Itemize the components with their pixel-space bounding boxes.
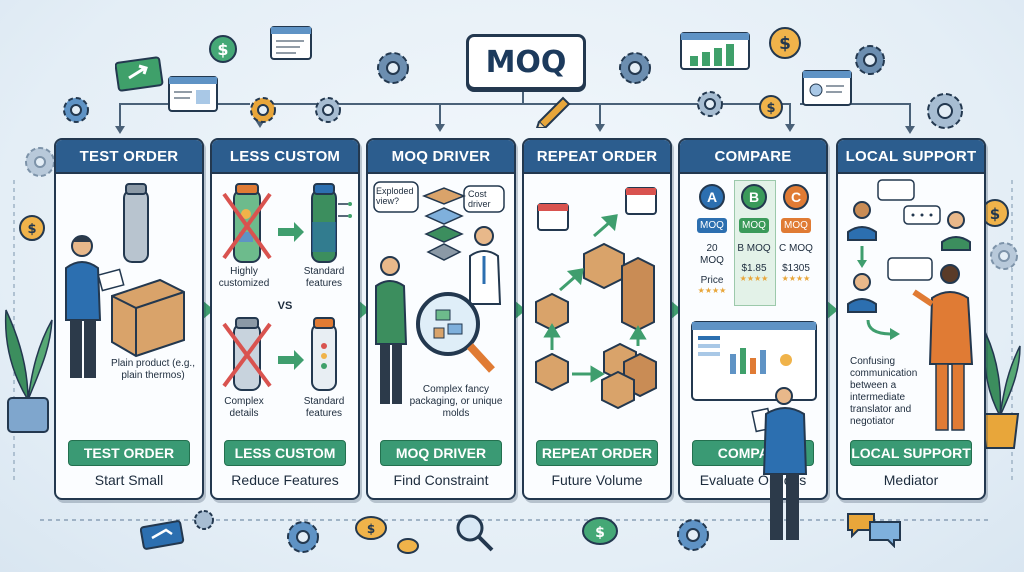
moq-value: C MOQ (779, 243, 813, 254)
label-vs: VS (277, 300, 293, 312)
flow-arrow-icon (826, 300, 838, 320)
gear-icon (927, 93, 963, 129)
growing-boxes-illustration (535, 187, 657, 410)
profile-card-icon (168, 76, 218, 112)
moq-tag: MOQ (697, 218, 727, 233)
dollar-coin-icon: $ (759, 95, 783, 119)
speech-bubble-cost-driver: Cost driver (468, 189, 491, 209)
pencil-icon (535, 96, 571, 128)
arrow-card-icon (140, 520, 185, 550)
step-button-moq-driver[interactable]: MOQ DRIVER (380, 440, 502, 466)
panel-subtitle: Future Volume (551, 472, 643, 488)
gear-icon (619, 52, 651, 84)
star-rating-icon: ★★★★ (739, 274, 769, 283)
panel-subtitle: Reduce Features (231, 472, 339, 488)
label-standard-features: Standard features (303, 266, 345, 289)
panel-less-custom: LESS CUSTOM Highly customized Standard f… (210, 138, 360, 500)
plant-icon (4, 309, 53, 433)
option-b: B MOQ B MOQ $1.85 ★★★★ (736, 184, 772, 283)
panel-repeat-order: REPEAT ORDER REPEAT ORDER Future Volume (522, 138, 672, 500)
dollar-coin-icon (397, 538, 419, 554)
panel-header: REPEAT ORDER (524, 140, 670, 174)
svg-text:$: $ (990, 205, 1000, 223)
person-illustration (762, 407, 808, 540)
panel-compare: COMPARE A MOQ 20 MOQ Price ★★★★ B MOQ B … (678, 138, 828, 500)
panel-local-support: LOCAL SUPPORT Confusing communication be… (836, 138, 986, 500)
gear-icon (287, 521, 319, 553)
panel-moq-driver: MOQ DRIVER Exploded view? Cost driver Co… (366, 138, 516, 500)
dollar-coin-icon: $ (582, 517, 618, 545)
panel-note: Complex fancy packaging, or unique molds (409, 384, 503, 419)
panel-header: COMPARE (680, 140, 826, 174)
thermos-and-person-illustration (65, 183, 185, 378)
panel-note: Plain product (e.g., plain thermos) (111, 358, 195, 381)
option-letter: C (783, 184, 809, 210)
bar-chart-window-icon (680, 32, 750, 70)
arrow-card-icon (115, 56, 164, 92)
option-c: C MOQ C MOQ $1305 ★★★★ (778, 184, 814, 283)
svg-text:$: $ (27, 222, 36, 237)
star-rating-icon: ★★★★ (781, 274, 811, 283)
moq-value: B MOQ (737, 243, 771, 254)
svg-text:$: $ (595, 525, 605, 541)
panel-subtitle: Start Small (94, 472, 164, 488)
dollar-coin-icon: $ (355, 516, 387, 540)
chat-bubble-icon (847, 513, 901, 548)
option-letter: A (699, 184, 725, 210)
mediator-illustration (847, 179, 974, 431)
label-standard-features: Standard features (303, 396, 345, 419)
panel-test-order: TEST ORDER Plain product (e.g., plain th… (54, 138, 204, 500)
gear-icon (63, 97, 89, 123)
moq-tag: MOQ (781, 218, 811, 233)
dollar-coin-icon: $ (769, 27, 801, 59)
exploded-view-illustration (373, 181, 505, 404)
gear-icon (194, 510, 214, 530)
svg-text:$: $ (367, 522, 375, 536)
gear-icon (855, 45, 885, 75)
step-button-test-order[interactable]: TEST ORDER (68, 440, 190, 466)
gear-icon (697, 91, 723, 117)
moq-value: 20 MOQ (700, 243, 724, 266)
option-a: A MOQ 20 MOQ Price ★★★★ (694, 184, 730, 295)
price-value: $1.85 (741, 263, 767, 274)
panel-header: MOQ DRIVER (368, 140, 514, 174)
dollar-coin-icon: $ (209, 35, 237, 63)
profile-card-icon (802, 70, 852, 106)
gear-icon (990, 242, 1018, 270)
gear-icon (250, 97, 276, 123)
plant-icon (980, 331, 1021, 449)
panel-note: Confusing communication between a interm… (850, 356, 918, 427)
speech-bubble-exploded-view: Exploded view? (376, 186, 414, 206)
browser-window-icon (270, 26, 312, 60)
gear-icon (315, 97, 341, 123)
svg-text:$: $ (217, 40, 228, 59)
panel-subtitle: Find Constraint (393, 472, 489, 488)
star-rating-icon: ★★★★ (697, 286, 727, 295)
moq-tag: MOQ (739, 218, 769, 233)
step-button-local-support[interactable]: LOCAL SUPPORT (850, 440, 972, 466)
svg-text:$: $ (766, 101, 775, 116)
step-button-less-custom[interactable]: LESS CUSTOM (224, 440, 346, 466)
step-button-repeat-order[interactable]: REPEAT ORDER (536, 440, 658, 466)
page-title: MOQ (466, 34, 586, 90)
svg-text:$: $ (779, 34, 791, 54)
panel-header: TEST ORDER (56, 140, 202, 174)
panel-header: LESS CUSTOM (212, 140, 358, 174)
dashboard-monitor-illustration (691, 321, 817, 436)
option-letter: B (741, 184, 767, 210)
dollar-coin-icon: $ (19, 215, 45, 241)
price-value: $1305 (782, 263, 810, 274)
label-complex-details: Complex details (224, 396, 264, 419)
panel-subtitle: Mediator (883, 472, 939, 488)
gear-icon (377, 52, 409, 84)
panel-header: LOCAL SUPPORT (838, 140, 984, 174)
gear-icon (677, 519, 709, 551)
magnifier-icon (456, 514, 494, 552)
label-highly-customized: Highly customized (218, 266, 270, 289)
thermos-comparison-illustration (222, 183, 352, 391)
price-value: Price (700, 275, 724, 286)
